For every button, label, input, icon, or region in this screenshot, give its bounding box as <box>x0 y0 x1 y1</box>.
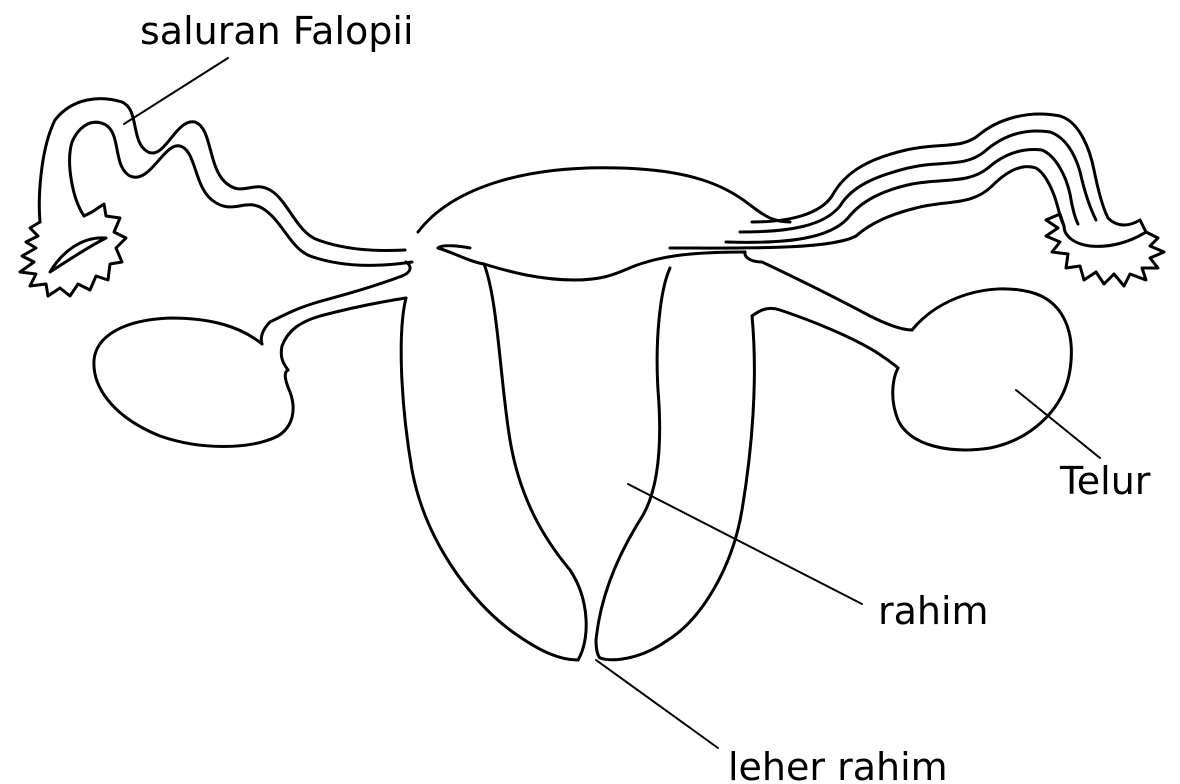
fallopian-tube-leader <box>124 58 228 124</box>
uterus-leader <box>628 484 862 604</box>
cervix-leader <box>596 660 718 748</box>
uterus-body <box>261 168 912 660</box>
fallopian-tube-label: saluran Falopii <box>140 9 414 53</box>
right-ovary <box>893 289 1072 450</box>
egg-label: Telur <box>1059 459 1151 503</box>
cervix-label: leher rahim <box>728 745 948 784</box>
uterus-label: rahim <box>878 589 989 633</box>
left-fallopian-tube <box>20 99 412 296</box>
left-ovary <box>94 318 293 447</box>
